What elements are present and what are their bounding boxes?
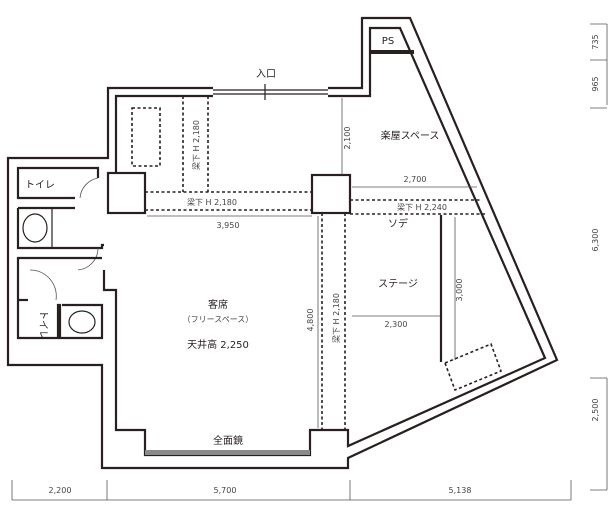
beam-horizontal-left-label: 梁下 H 2,180	[187, 198, 237, 207]
toilet-top-label: トイレ	[25, 180, 55, 191]
toilet-bottom-label: トイレ	[37, 310, 48, 340]
seating-label: 客席	[208, 298, 228, 311]
toilet-bowl-icon	[22, 213, 48, 243]
seating-sub-label: （フリースペース）	[183, 315, 254, 324]
toilet-top-wall	[16, 166, 100, 200]
inner-wall	[114, 94, 213, 173]
dashed-fixture	[131, 107, 161, 167]
scale-2500: 2,500	[591, 399, 600, 422]
bottom-scale: 2,200 5,700 5,138	[11, 480, 572, 501]
door-swing-top[interactable]	[79, 177, 99, 199]
door-swing-bottom[interactable]	[29, 269, 57, 301]
dim-2300: 2,300	[385, 320, 408, 329]
beam-left-vertical-label: 梁下 H 2,180	[192, 120, 201, 170]
scale-6300: 6,300	[591, 229, 600, 252]
mirror-bar	[145, 450, 310, 455]
dim-2700: 2,700	[404, 175, 427, 184]
ps-label: PS	[382, 36, 394, 47]
scale-2200: 2,200	[49, 486, 72, 495]
dim-3950: 3,950	[217, 221, 240, 230]
ceiling-height-label: 天井高 2,250	[187, 338, 249, 351]
dim-2100: 2,100	[343, 127, 352, 150]
right-scale: 735 965 6,300 2,500	[590, 23, 608, 491]
dim-3000: 3,000	[455, 279, 464, 302]
toilet-mid-wall	[16, 208, 104, 250]
mirror-label: 全面鏡	[213, 434, 243, 447]
green-room-label: 楽屋スペース	[381, 129, 440, 142]
entrance-label: 入口	[256, 69, 276, 80]
beam-center-vertical-label: 梁下 H 2,180	[332, 293, 341, 343]
outer-wall	[6, 16, 559, 470]
column-center	[310, 173, 352, 215]
beam-horizontal-right-label: 梁下 H 2,240	[397, 203, 447, 212]
inner-wall-right-top	[102, 26, 547, 457]
dim-4800: 4,800	[306, 309, 315, 332]
column-left	[106, 171, 147, 215]
stage-label: ステージ	[378, 279, 418, 290]
scale-735: 735	[591, 34, 600, 49]
toilet-bowl-icon	[68, 310, 96, 334]
door-swing-mid[interactable]	[77, 247, 99, 271]
scale-5700: 5,700	[214, 486, 237, 495]
dashed-fixture-stage	[443, 342, 503, 392]
wings-label: ソデ	[388, 217, 408, 230]
scale-965: 965	[591, 76, 600, 91]
toilet-bottom-wall	[16, 256, 104, 340]
scale-5138: 5,138	[449, 486, 472, 495]
